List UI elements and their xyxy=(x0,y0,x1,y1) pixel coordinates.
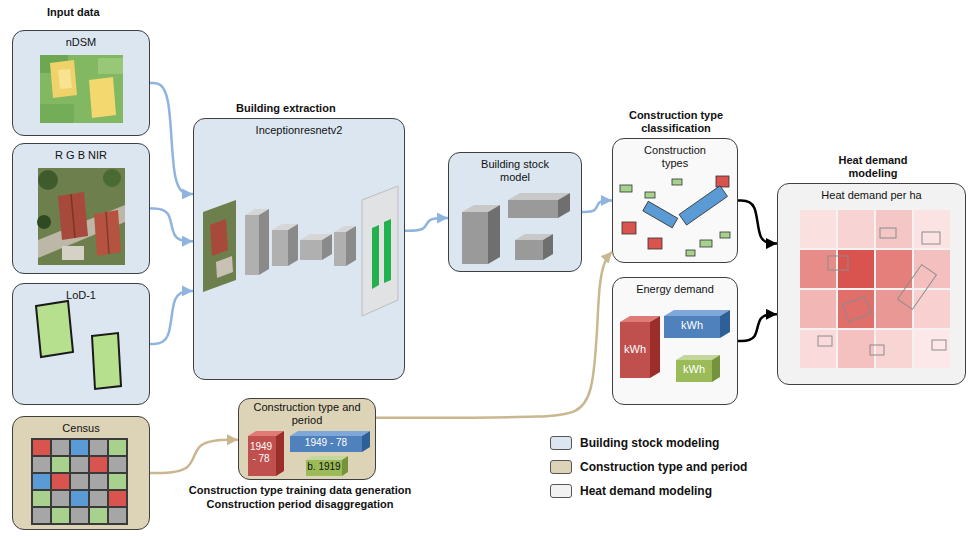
box-heading: Heat demand modeling xyxy=(828,154,918,180)
flow-arrow xyxy=(150,83,193,194)
process-box: Building stock model xyxy=(448,152,582,272)
flow-arrow xyxy=(150,209,193,242)
box-label: R G B NIR xyxy=(13,149,149,162)
box-label: Construction types xyxy=(626,144,724,170)
box-heading: Building extraction xyxy=(236,102,406,115)
box-label: Energy demand xyxy=(613,283,737,296)
legend-text: Construction type and period xyxy=(580,460,747,474)
legend-swatch xyxy=(550,484,572,498)
process-box: Energy demand kWh kWh kWh xyxy=(612,277,738,405)
process-box: Census xyxy=(12,416,150,530)
process-box: Building extractionInceptionresnetv2 xyxy=(193,118,405,380)
box-label: LoD-1 xyxy=(13,289,149,302)
value-label: 1949 - 78 xyxy=(247,441,275,465)
legend-text: Building stock modeling xyxy=(580,436,719,450)
box-label: nDSM xyxy=(13,36,149,49)
box-label: Heat demand per ha xyxy=(778,189,965,202)
legend-text: Heat demand modeling xyxy=(580,484,712,498)
box-label: Building stock model xyxy=(464,158,567,184)
legend-item: Construction type and period xyxy=(550,460,747,474)
flow-arrow xyxy=(738,201,777,244)
process-box: Construction type and period 1949 - 78 194… xyxy=(238,398,376,480)
box-heading: Construction type classification xyxy=(613,109,739,135)
value-label: kWh xyxy=(664,319,720,332)
process-box: nDSM xyxy=(12,30,150,136)
legend-item: Heat demand modeling xyxy=(550,484,712,498)
box-label: Construction type and period xyxy=(241,401,373,427)
flow-arrow xyxy=(738,314,777,341)
process-box: R G B NIR xyxy=(12,143,150,274)
process-box: LoD-1 xyxy=(12,283,150,405)
value-label: kWh xyxy=(620,343,650,356)
box-label: Census xyxy=(13,422,149,435)
flow-arrow xyxy=(150,291,193,344)
legend-swatch xyxy=(550,436,572,450)
flow-arrow xyxy=(405,218,448,231)
flow-arrow xyxy=(150,440,238,473)
caption-text: Construction type training data generati… xyxy=(130,484,470,497)
flow-arrow xyxy=(376,252,612,418)
value-label: 1949 - 78 xyxy=(290,437,362,449)
flow-arrow xyxy=(582,201,612,213)
box-label: Inceptionresnetv2 xyxy=(194,124,404,137)
process-box: Heat demand modelingHeat demand per ha xyxy=(777,183,966,385)
process-box: Construction type classificationConstruc… xyxy=(612,138,738,263)
caption-text: Input data xyxy=(47,6,187,19)
caption-text: Construction period disaggregation xyxy=(130,498,470,511)
legend-item: Building stock modeling xyxy=(550,436,719,450)
legend-swatch xyxy=(550,460,572,474)
value-label: b. 1919 xyxy=(306,461,342,473)
value-label: kWh xyxy=(676,363,712,376)
